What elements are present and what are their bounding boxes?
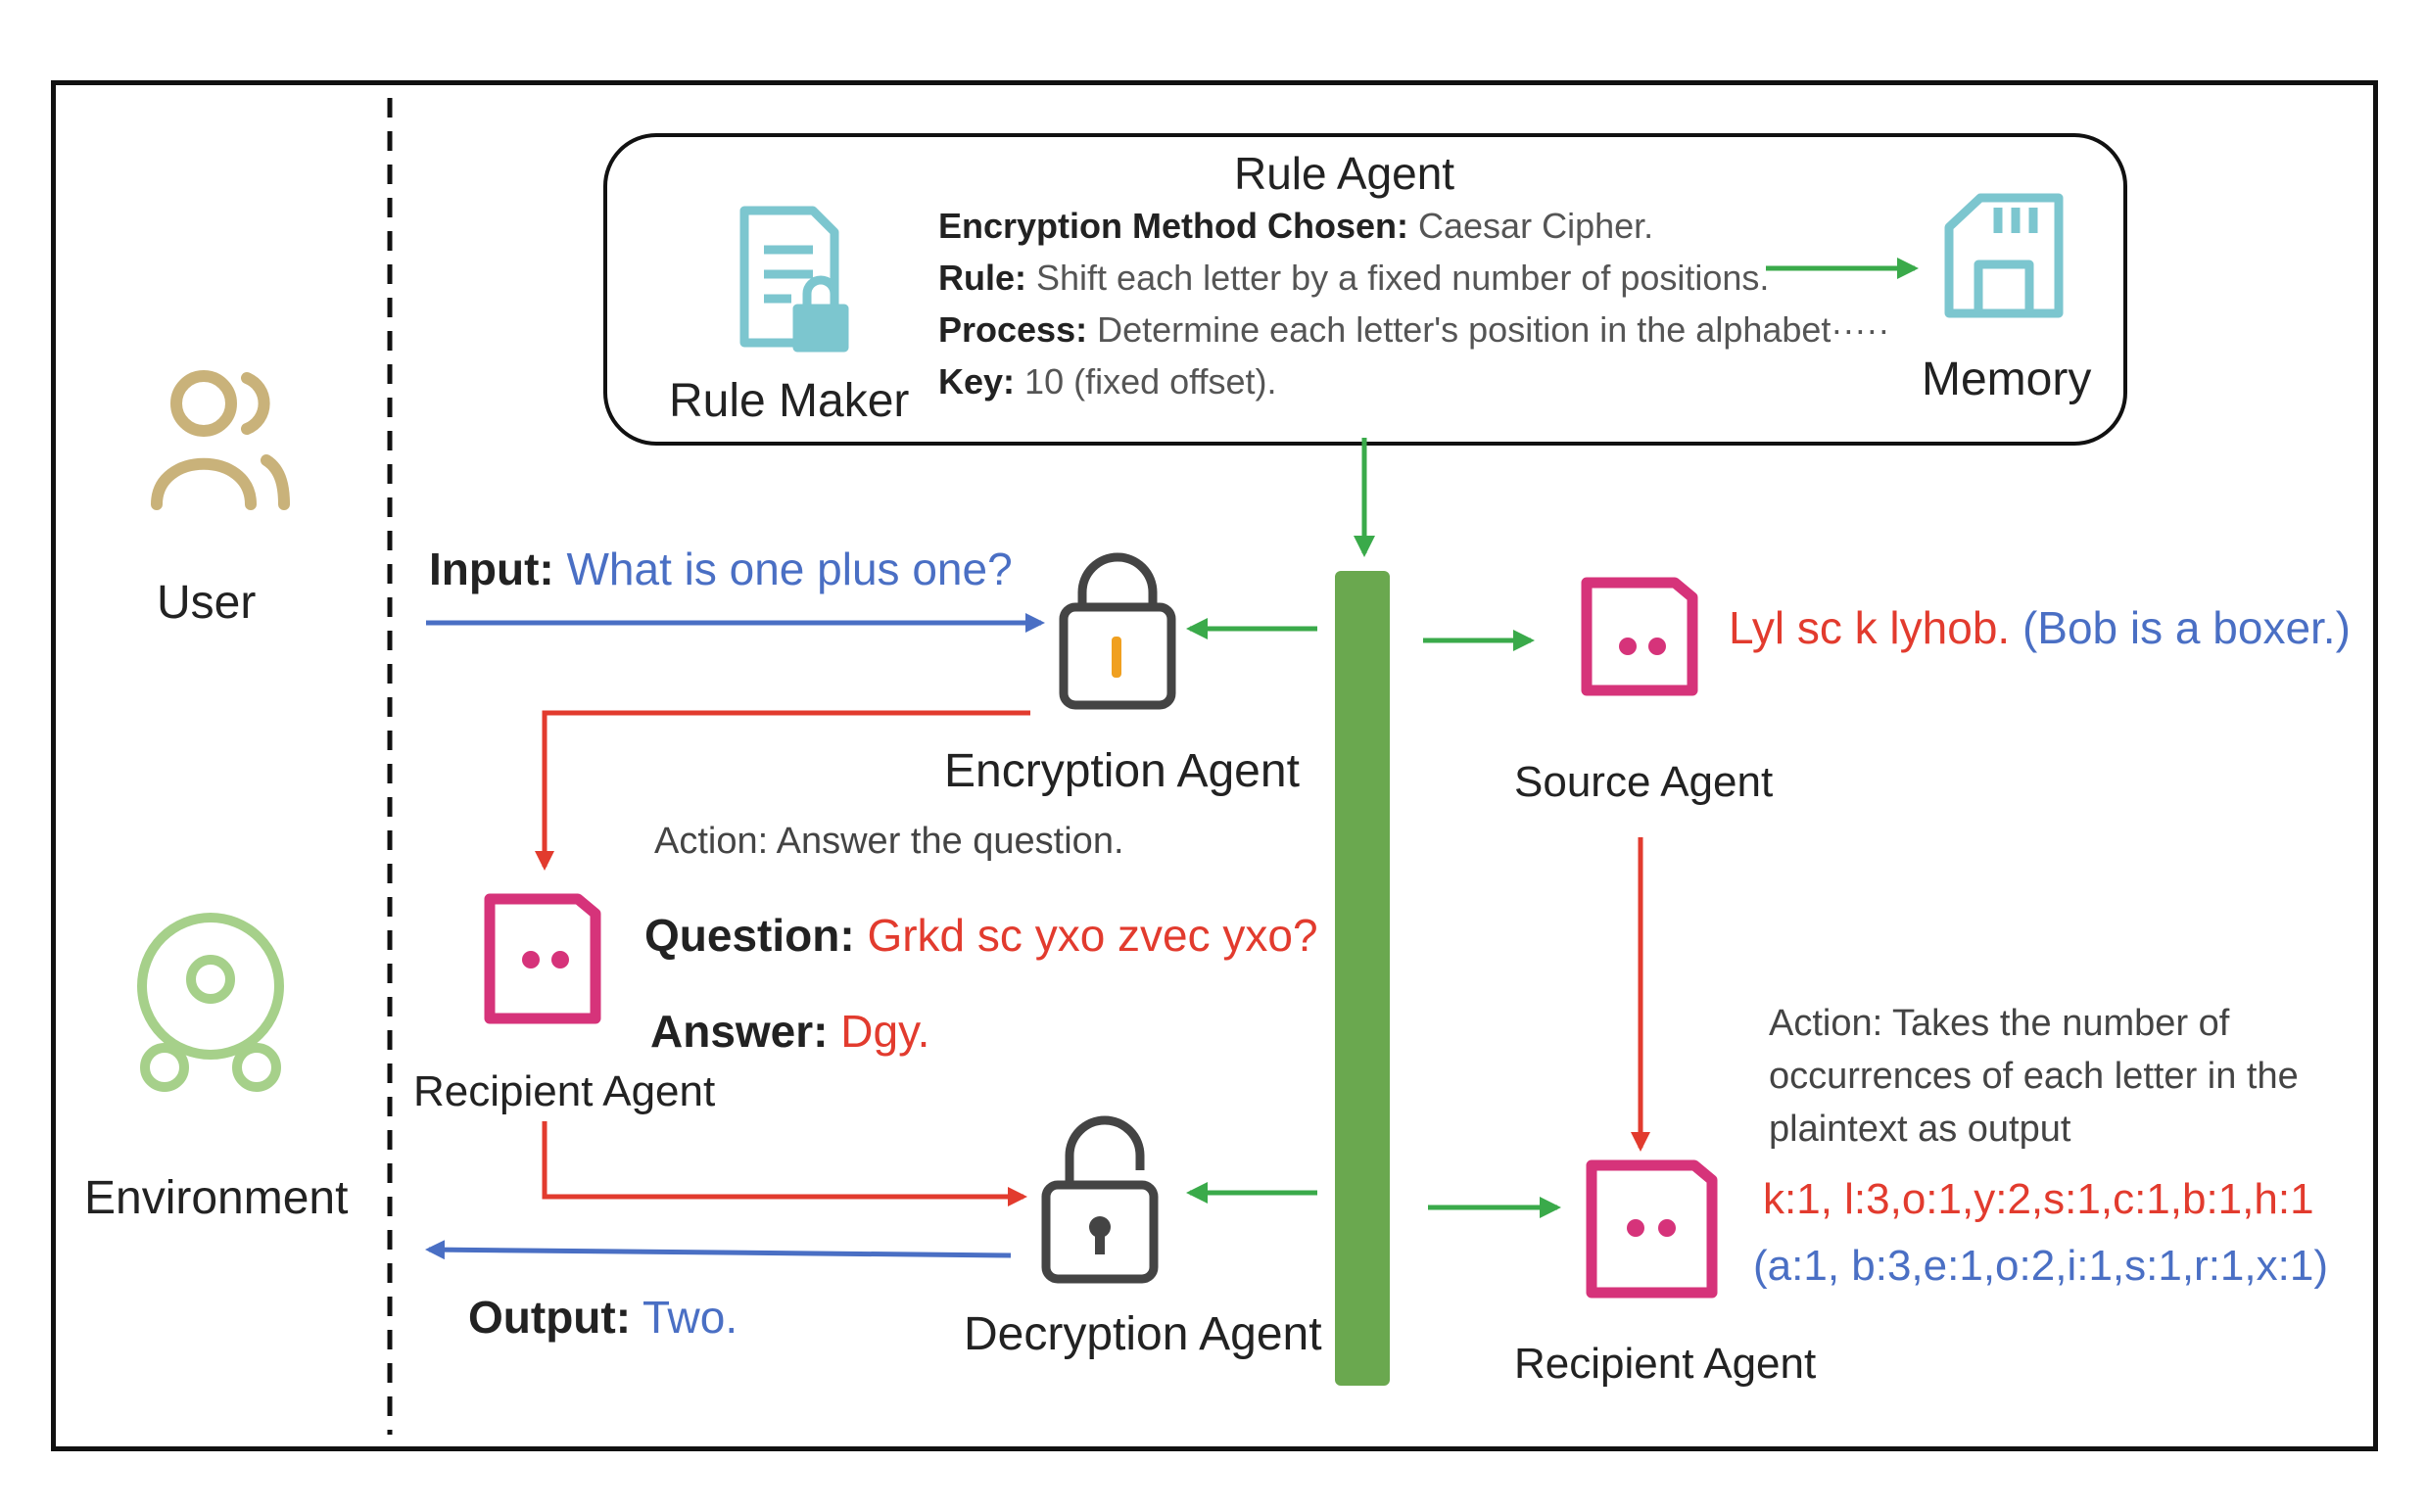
rule-key-key: Key:	[938, 361, 1016, 402]
rule-rule-value: Shift each letter by a fixed number of p…	[1036, 258, 1770, 298]
rule-key-value: 10 (fixed offset).	[1024, 361, 1277, 402]
environment-icon	[137, 913, 284, 1092]
arrow-encryption-to-recipient	[535, 710, 1030, 871]
left-recipient-robot-icon	[484, 893, 601, 1024]
environment-label: Environment	[84, 1172, 349, 1224]
question-line: Question: Grkd sc yxo zvec yxo?	[644, 909, 1318, 962]
input-value: What is one plus one?	[566, 543, 1013, 594]
right-recipient-action: Action: Takes the number of occurrences …	[1769, 997, 2299, 1156]
left-recipient-label: Recipient Agent	[413, 1067, 716, 1115]
source-agent-message: Lyl sc k lyhob. (Bob is a boxer.)	[1729, 601, 2351, 654]
source-cipher-text: Lyl sc k lyhob.	[1729, 602, 2011, 653]
rule-method-key: Encryption Method Chosen:	[938, 206, 1408, 246]
encryption-agent-label: Encryption Agent	[944, 745, 1300, 797]
memory-label: Memory	[1922, 354, 2092, 405]
right-recipient-robot-icon	[1586, 1159, 1718, 1299]
source-plain-text: (Bob is a boxer.)	[2022, 602, 2351, 653]
rule-method-value: Caesar Cipher.	[1418, 206, 1654, 246]
question-value: Grkd sc yxo zvec yxo?	[867, 910, 1318, 961]
user-icon	[151, 370, 290, 510]
input-key: Input:	[429, 543, 554, 594]
rule-process-value: Determine each letter's position in the …	[1097, 309, 1890, 350]
right-action-line-1: Action: Takes the number of	[1769, 1003, 2230, 1044]
arrow-output	[425, 1240, 1012, 1260]
rule-process-line: Process: Determine each letter's positio…	[938, 309, 1889, 351]
user-label: User	[157, 577, 257, 629]
lock-closed-icon	[1059, 552, 1176, 710]
rule-maker-label: Rule Maker	[669, 375, 910, 427]
decryption-agent-label: Decryption Agent	[964, 1308, 1322, 1360]
right-cipher-counts: k:1, l:3,o:1,y:2,s:1,c:1,b:1,h:1	[1763, 1175, 2314, 1223]
right-action-line-3: plaintext as output	[1769, 1109, 2071, 1150]
output-line: Output: Two.	[468, 1291, 737, 1344]
rule-rule-key: Rule:	[938, 258, 1026, 298]
answer-key: Answer:	[650, 1006, 829, 1057]
memory-icon	[1944, 193, 2064, 318]
source-agent-robot-icon	[1581, 577, 1698, 696]
right-recipient-label: Recipient Agent	[1514, 1340, 1817, 1388]
rule-rule-line: Rule: Shift each letter by a fixed numbe…	[938, 258, 1769, 299]
output-key: Output:	[468, 1292, 632, 1343]
rule-maker-icon	[739, 206, 849, 353]
right-plain-counts: (a:1, b:3,e:1,o:2,i:1,s:1,r:1,x:1)	[1753, 1242, 2328, 1290]
output-value: Two.	[642, 1292, 738, 1343]
communication-bar	[1335, 571, 1390, 1386]
arrow-recipient-to-decryption	[542, 1121, 1027, 1206]
rule-key-line: Key: 10 (fixed offset).	[938, 361, 1277, 402]
diagram-frame	[51, 80, 2378, 1451]
answer-value: Dgy.	[840, 1006, 930, 1057]
rule-agent-title: Rule Agent	[1234, 148, 1455, 199]
input-line: Input: What is one plus one?	[429, 543, 1013, 595]
rule-method-line: Encryption Method Chosen: Caesar Cipher.	[938, 206, 1653, 247]
lock-open-icon	[1041, 1115, 1159, 1284]
question-key: Question:	[644, 910, 855, 961]
rule-process-key: Process:	[938, 309, 1088, 350]
right-action-line-2: occurrences of each letter in the	[1769, 1056, 2299, 1097]
left-recipient-action: Action: Answer the question.	[654, 821, 1124, 862]
answer-line: Answer: Dgy.	[650, 1005, 929, 1058]
source-agent-label: Source Agent	[1514, 758, 1774, 806]
